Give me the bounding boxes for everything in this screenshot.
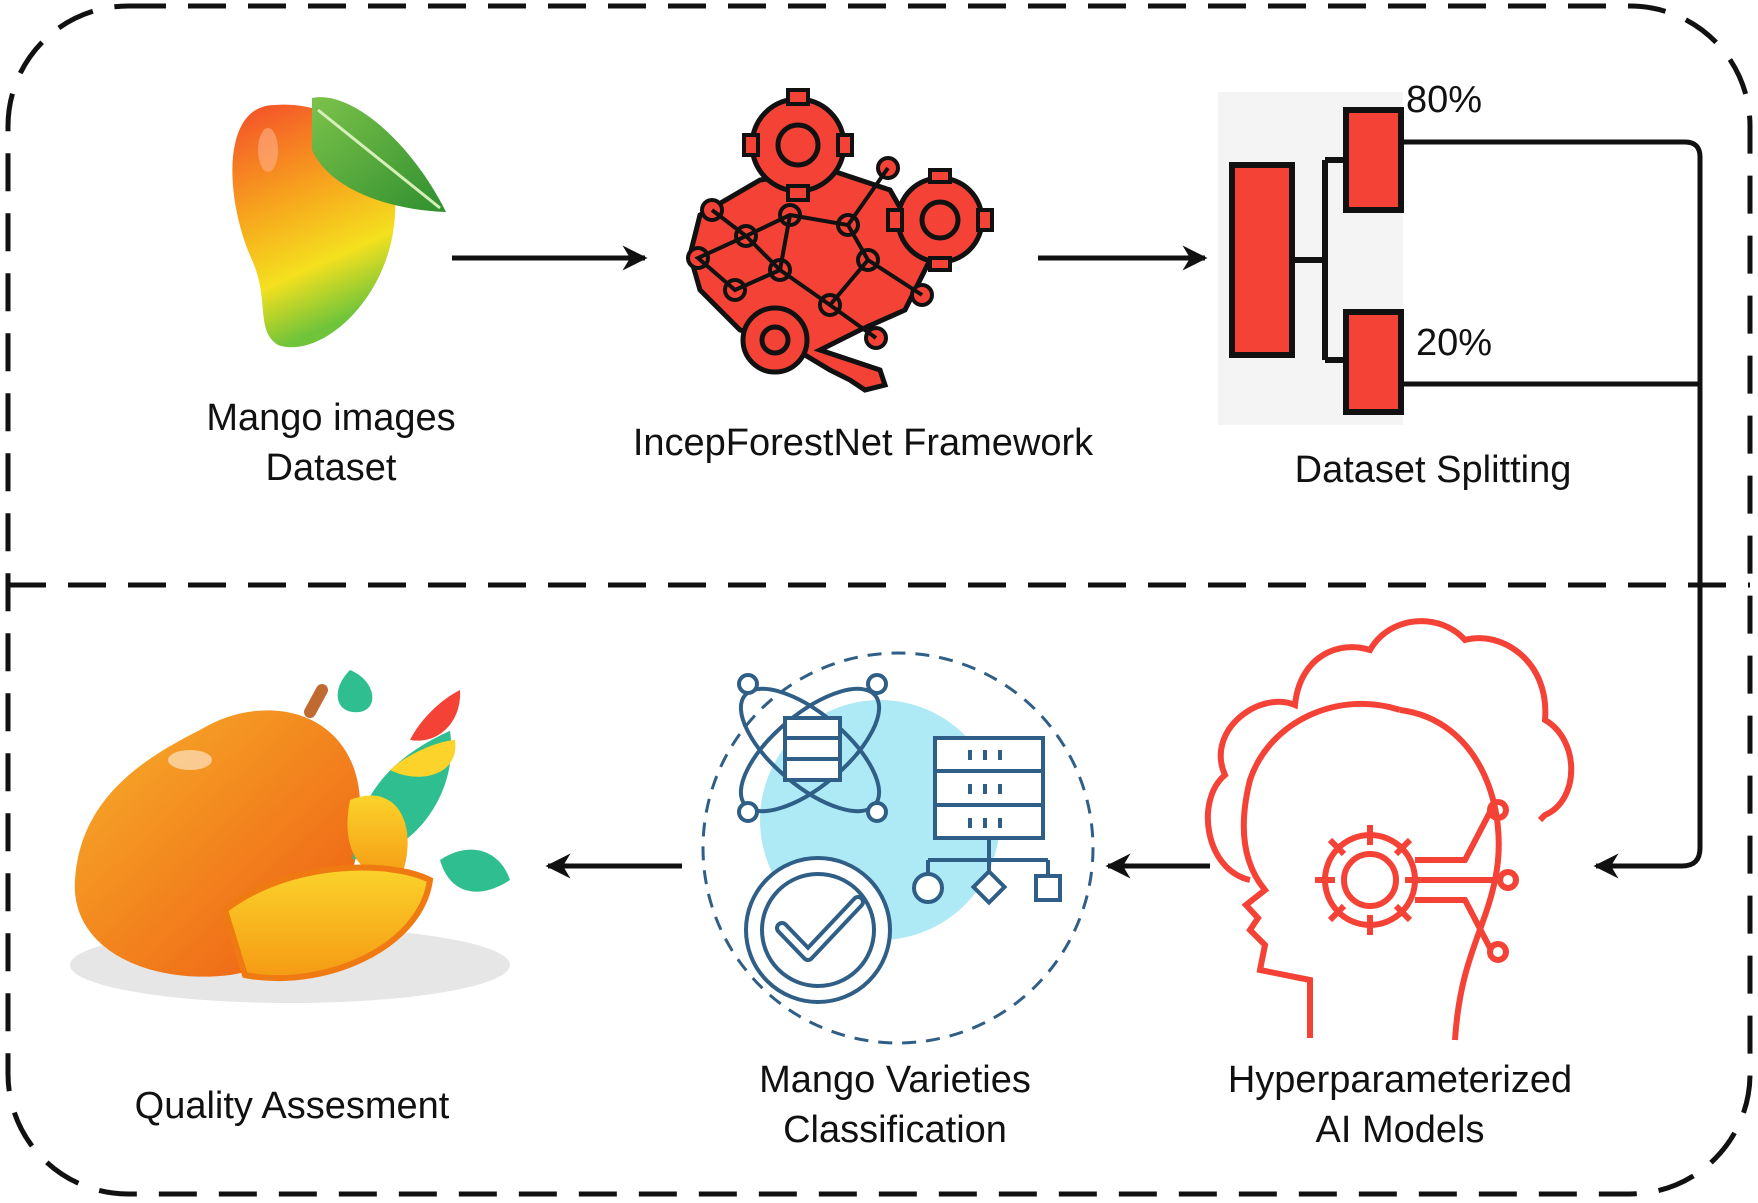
splitting-label: Dataset Splitting (1295, 449, 1572, 491)
test-split-percent: 20% (1416, 322, 1492, 364)
mango-icon (232, 97, 446, 348)
classification-label-line1: Mango Varieties (759, 1059, 1031, 1101)
models-label-line1: Hyperparameterized (1228, 1059, 1572, 1101)
dataset-label-line1: Mango images (206, 397, 455, 439)
train-split-percent: 80% (1406, 79, 1482, 121)
connector-train-to-models (1401, 139, 1703, 879)
dataset-label-line2: Dataset (266, 447, 397, 489)
split-bars-icon (1218, 92, 1404, 425)
classification-label-line2: Classification (783, 1109, 1007, 1151)
outer-dashed-border (5, 3, 1753, 1197)
gear-network-icon (686, 88, 994, 393)
models-label-line2: AI Models (1316, 1109, 1485, 1151)
quality-label: Quality Assesment (135, 1085, 450, 1127)
mango-slices-icon (70, 670, 510, 1003)
classification-icon (701, 651, 1095, 1045)
ai-head-cloud-icon (1204, 618, 1575, 1041)
framework-label: IncepForestNet Framework (633, 422, 1094, 464)
